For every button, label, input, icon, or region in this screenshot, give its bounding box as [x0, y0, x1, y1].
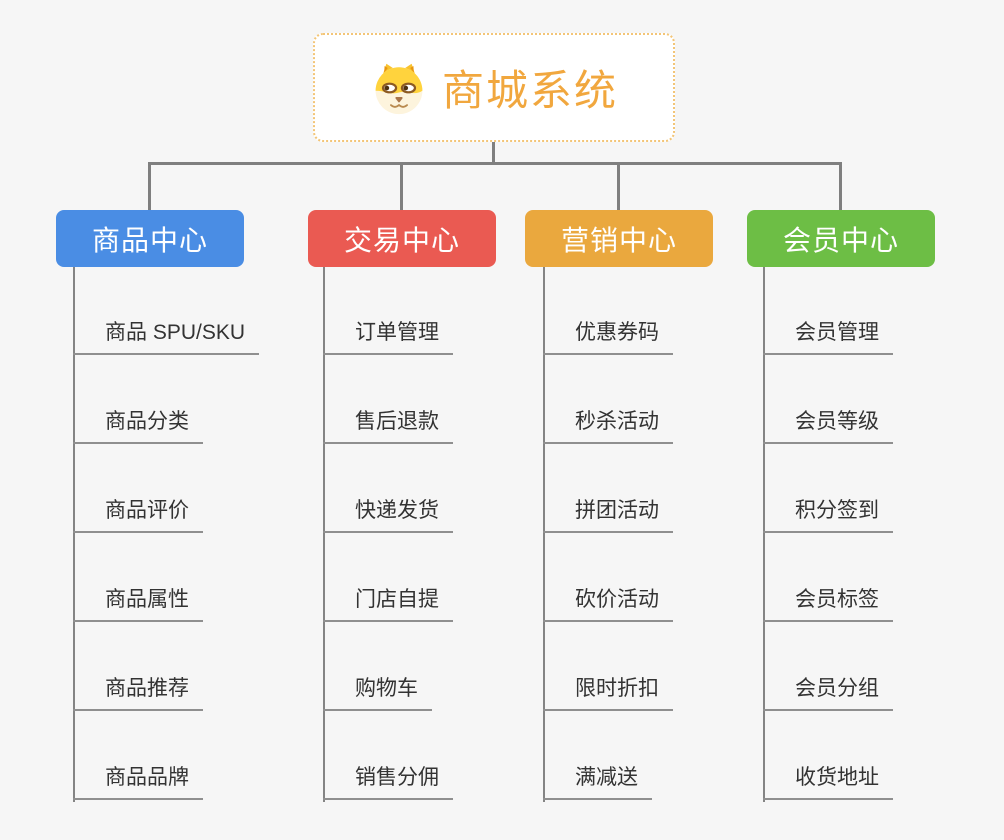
connector-line: [323, 267, 325, 802]
connector-line: [400, 162, 403, 210]
leaf-label: 商品 SPU/SKU: [105, 321, 246, 344]
leaf-item[interactable]: 售后退款: [323, 402, 453, 444]
branch-node-member-center[interactable]: 会员中心: [747, 210, 935, 267]
leaf-item[interactable]: 优惠券码: [543, 313, 673, 355]
leaf-label: 积分签到: [795, 499, 879, 522]
leaf-label: 会员分组: [795, 677, 879, 700]
leaf-item[interactable]: 快递发货: [323, 491, 453, 533]
leaf-item[interactable]: 商品推荐: [73, 669, 203, 711]
branch-node-product-center[interactable]: 商品中心: [56, 210, 244, 267]
leaf-item[interactable]: 会员标签: [763, 580, 893, 622]
connector-line: [543, 267, 545, 802]
leaf-item[interactable]: 收货地址: [763, 758, 893, 800]
leaf-label: 收货地址: [795, 766, 879, 789]
connector-line: [492, 140, 495, 164]
connector-line: [148, 162, 842, 165]
leaf-label: 满减送: [575, 766, 638, 789]
leaf-label: 门店自提: [355, 588, 439, 611]
connector-line: [148, 162, 151, 210]
leaf-item[interactable]: 会员管理: [763, 313, 893, 355]
leaf-item[interactable]: 商品分类: [73, 402, 203, 444]
dog-face-icon: [370, 61, 428, 115]
leaf-label: 商品属性: [105, 588, 189, 611]
leaf-item[interactable]: 商品属性: [73, 580, 203, 622]
leaf-label: 秒杀活动: [575, 410, 659, 433]
leaf-label: 限时折扣: [575, 677, 659, 700]
root-title: 商城系统: [441, 67, 618, 114]
branch-node-label: 商品中心: [91, 224, 208, 256]
leaf-item[interactable]: 购物车: [323, 669, 432, 711]
leaf-item[interactable]: 销售分佣: [323, 758, 453, 800]
leaf-label: 商品评价: [105, 499, 189, 522]
leaf-item[interactable]: 商品 SPU/SKU: [73, 313, 260, 355]
leaf-label: 优惠券码: [575, 321, 659, 344]
branch-node-label: 营销中心: [560, 224, 677, 256]
connector-line: [73, 267, 75, 802]
leaf-label: 会员等级: [795, 410, 879, 433]
leaf-item[interactable]: 商品品牌: [73, 758, 203, 800]
connector-line: [839, 162, 842, 210]
leaf-item[interactable]: 门店自提: [323, 580, 453, 622]
leaf-label: 拼团活动: [575, 499, 659, 522]
leaf-item[interactable]: 秒杀活动: [543, 402, 673, 444]
leaf-label: 售后退款: [355, 410, 439, 433]
leaf-label: 会员管理: [795, 321, 879, 344]
leaf-label: 快递发货: [355, 499, 439, 522]
leaf-item[interactable]: 会员等级: [763, 402, 893, 444]
leaf-item[interactable]: 限时折扣: [543, 669, 673, 711]
connector-line: [763, 267, 765, 802]
leaf-item[interactable]: 砍价活动: [543, 580, 673, 622]
leaf-item[interactable]: 商品评价: [73, 491, 203, 533]
leaf-item[interactable]: 订单管理: [323, 313, 453, 355]
leaf-label: 购物车: [355, 677, 418, 700]
leaf-label: 商品品牌: [105, 766, 189, 789]
leaf-label: 商品推荐: [105, 677, 189, 700]
leaf-item[interactable]: 会员分组: [763, 669, 893, 711]
root-node[interactable]: 商城系统: [313, 33, 675, 142]
leaf-label: 会员标签: [795, 588, 879, 611]
leaf-label: 砍价活动: [575, 588, 659, 611]
connector-line: [617, 162, 620, 210]
leaf-label: 订单管理: [355, 321, 439, 344]
leaf-label: 商品分类: [105, 410, 189, 433]
leaf-item[interactable]: 拼团活动: [543, 491, 673, 533]
branch-node-label: 交易中心: [343, 224, 460, 256]
branch-node-marketing-center[interactable]: 营销中心: [525, 210, 713, 267]
leaf-item[interactable]: 积分签到: [763, 491, 893, 533]
branch-node-trade-center[interactable]: 交易中心: [308, 210, 496, 267]
leaf-item[interactable]: 满减送: [543, 758, 652, 800]
leaf-label: 销售分佣: [355, 766, 439, 789]
branch-node-label: 会员中心: [782, 224, 899, 256]
